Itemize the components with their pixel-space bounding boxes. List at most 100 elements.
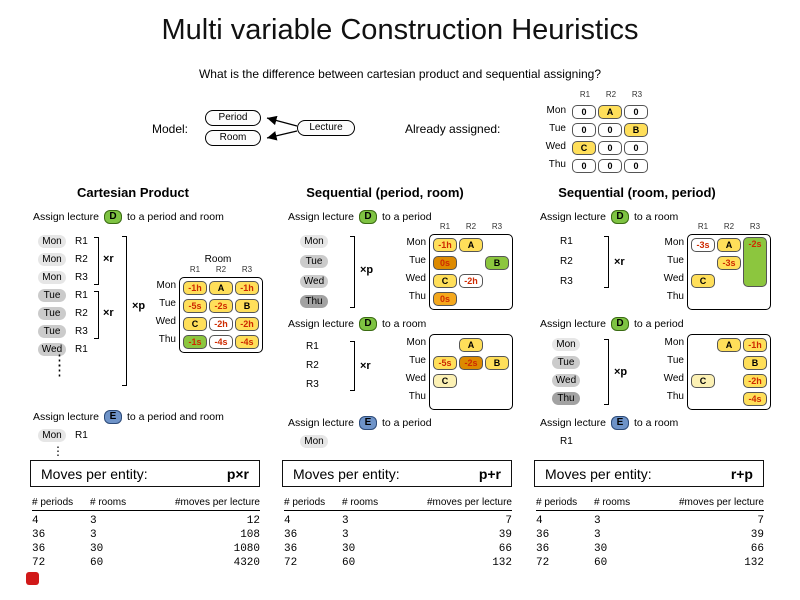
grid-row: C-2h-2h — [182, 315, 260, 333]
model-label: Model: — [152, 122, 189, 136]
stats-value: 60 — [90, 557, 104, 569]
room-label: R1 — [560, 236, 573, 247]
grid-col-label: R2 — [215, 265, 227, 274]
stats-value: 132 — [744, 557, 764, 569]
grid-row: A — [432, 336, 510, 354]
grid-cell: A — [208, 279, 234, 297]
stats-value: 132 — [492, 557, 512, 569]
period-chip: Mon — [38, 235, 66, 248]
stats-header-row: # periods# rooms#moves per lecture — [536, 497, 764, 508]
moves-per-entity-box: Moves per entity: r+p — [534, 460, 764, 487]
column-heading-seq-period-room: Sequential (period, room) — [306, 185, 464, 200]
room-label: R1 — [75, 290, 88, 301]
move-card: B — [235, 299, 259, 313]
grid-col-label: R3 — [241, 265, 253, 274]
bracket — [604, 339, 609, 405]
grid-cell: -2s — [208, 297, 234, 315]
grid-cell — [458, 372, 484, 390]
assign-step: Assign lecture D to a room — [540, 210, 678, 224]
move-option: Mon — [300, 434, 328, 449]
stats-value: 7 — [505, 515, 512, 527]
grid-col-label: R3 — [749, 222, 761, 231]
grid-cell: -5s — [432, 354, 458, 372]
grid-cell: -2s — [458, 354, 484, 372]
move-card: -2h — [743, 374, 767, 388]
lecture-chip: D — [103, 210, 122, 224]
move-option: Thu — [300, 294, 328, 309]
bracket — [350, 236, 355, 308]
room-label: R1 — [560, 436, 573, 447]
grid-cell: -2h — [742, 372, 768, 390]
grid-cell: -2s — [742, 236, 768, 287]
bracket — [94, 291, 99, 339]
move-card: A — [209, 281, 233, 295]
room-label: R3 — [560, 276, 573, 287]
stats-value: 4 — [284, 515, 291, 527]
move-card: C — [572, 141, 596, 155]
grid-row-label: Thu — [408, 291, 426, 302]
assign-target: to a period — [633, 318, 684, 330]
grid-cell: -4s — [208, 333, 234, 351]
move-card: 0 — [598, 123, 622, 137]
divider — [536, 510, 764, 511]
period-node: Period — [205, 110, 261, 126]
grid-cell: -2h — [458, 272, 484, 290]
move-card: C — [433, 374, 457, 388]
model-arrows-icon — [266, 115, 298, 141]
move-card: 0 — [624, 159, 648, 173]
assign-text: Assign lecture — [540, 318, 606, 330]
stats-value: 66 — [750, 543, 764, 555]
move-option: Tue — [552, 355, 580, 370]
stats-header: #moves per lecture — [426, 497, 512, 508]
stats-header-row: # periods# rooms#moves per lecture — [284, 497, 512, 508]
move-card: C — [183, 317, 207, 331]
stats-value: 7 — [757, 515, 764, 527]
grid-cell: C — [571, 139, 597, 157]
stats-value: 3 — [594, 515, 601, 527]
grid-corner — [540, 90, 566, 102]
grid-row-label: Mon — [406, 237, 426, 248]
grid-row-label: Wed — [405, 373, 426, 384]
grid-row-label: Tue — [159, 298, 176, 309]
stats-value: 3 — [594, 529, 601, 541]
room-label: R3 — [75, 272, 88, 283]
stats-value: 4 — [536, 515, 543, 527]
grid-cell: 0s — [432, 254, 458, 272]
move-option: R2 — [306, 358, 319, 373]
move-card: -4s — [209, 335, 233, 349]
grid-cell: A — [716, 336, 742, 354]
move-card: A — [598, 105, 622, 119]
lecture-chip: D — [610, 210, 629, 224]
moves-per-entity-box: Moves per entity: p+r — [282, 460, 512, 487]
grid-row-label: Tue — [549, 123, 566, 134]
period-chip: Mon — [38, 253, 66, 266]
grid-cell: -1h — [742, 336, 768, 354]
move-card: 0 — [598, 141, 622, 155]
ellipsis-glyph: ⋮ — [52, 352, 67, 369]
stats-value: 39 — [498, 529, 512, 541]
grid-col-label: R2 — [605, 90, 617, 99]
room-label: R3 — [75, 326, 88, 337]
assign-step: Assign lecture D to a room — [288, 317, 426, 331]
moves-formula: r+p — [730, 465, 753, 482]
stats-value: 3 — [90, 529, 97, 541]
ellipsis-glyph: ⋮ — [52, 444, 64, 458]
grid-row-label: Mon — [546, 105, 566, 116]
assign-step: Assign lecture D to a period and room — [33, 210, 224, 224]
period-chip: Tue — [38, 289, 66, 302]
